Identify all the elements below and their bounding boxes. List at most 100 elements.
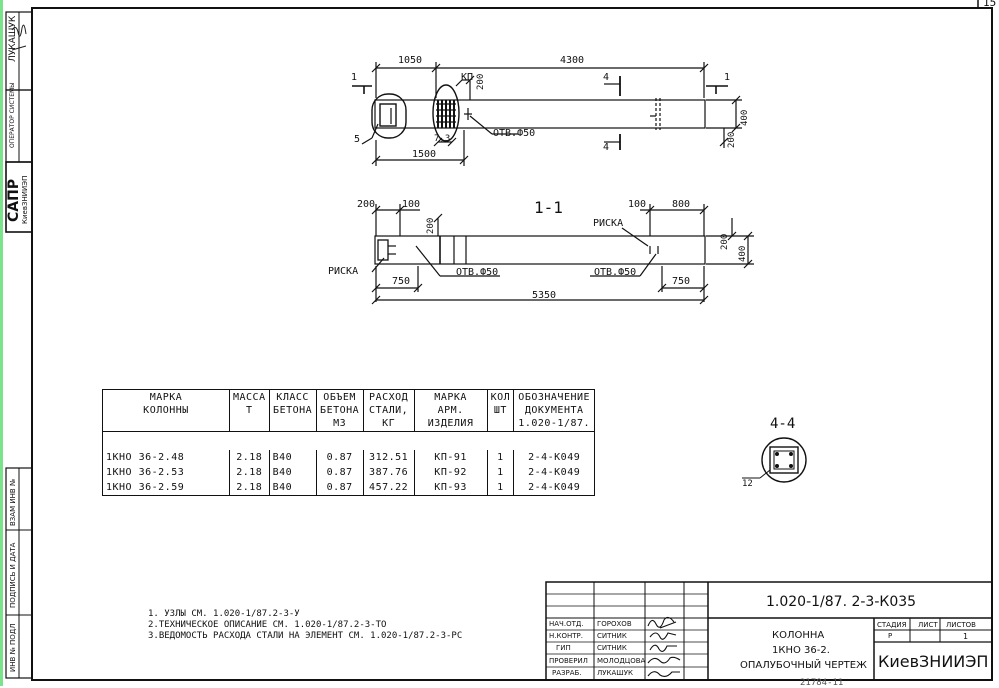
label-risk-right: РИСКА (593, 218, 624, 229)
margin-inv-orig-label: ИНВ № ПОДЛ (9, 623, 17, 672)
note-item: 2.ТЕХНИЧЕСКОЕ ОПИСАНИЕ СМ. 1.020-1/87.2-… (148, 620, 387, 630)
role-name: СИТНИК (597, 644, 627, 652)
table-cell: КП-93 (413, 479, 488, 496)
label-risk-left: РИСКА (328, 266, 359, 277)
bottom-stamp: 21784-11 (800, 678, 844, 688)
dim-400: 400 (740, 109, 750, 126)
title-line-2: 1КНО 36-2. (772, 645, 830, 656)
dim-1050: 1050 (398, 55, 423, 66)
label-hole-right: ОТВ.Ф50 (594, 267, 637, 278)
table-cell: КП-91 (413, 449, 488, 465)
doc-code: 1.020-1/87. 2-3-К035 (766, 594, 917, 610)
detail-title: 4-4 (770, 416, 796, 432)
dim-200-right: 200 (727, 131, 737, 148)
section-mark-1-left: 1 (351, 72, 358, 83)
detail-4-4 (742, 437, 807, 483)
dim-750-right: 750 (672, 276, 691, 287)
section-view (371, 204, 754, 305)
table-row (101, 431, 596, 450)
sheet-header: ЛИСТ (918, 621, 938, 629)
table-cell: 1КНО 36-2.59 (102, 479, 230, 496)
sheets-header: ЛИСТОВ (946, 621, 976, 629)
role-name: СИТНИК (597, 632, 627, 640)
title-block-frame (545, 581, 993, 681)
role-label: Н.КОНТР. (549, 632, 583, 640)
role-label: РАЗРАБ. (552, 669, 582, 677)
callout-5: 5 (354, 134, 361, 145)
section-mark-4-top: 4 (603, 72, 610, 83)
dim-800: 800 (672, 199, 691, 210)
table-row: 1КНО 36-2.48 2.18 В40 0.87 312.51 КП-91 … (102, 449, 596, 465)
dim-200-r: 200 (720, 233, 730, 250)
table-cell: В40 (268, 464, 317, 480)
table-cell: 1КНО 36-2.53 (102, 464, 230, 480)
margin-org-short: САПР (6, 178, 22, 222)
table-cell: 2-4-К049 (513, 479, 596, 496)
dim-200-v: 200 (426, 217, 436, 234)
stage-header: СТАДИЯ (877, 621, 907, 629)
table-cell: 0.87 (315, 449, 364, 465)
table-cell: 0.87 (315, 464, 364, 480)
dim-200-sec: 200 (357, 199, 376, 210)
sheet-number: 15 (983, 0, 997, 9)
table-cell: 1 (486, 449, 515, 465)
title-line-1: КОЛОННА (772, 630, 825, 641)
label-hole-plan: ОТВ.Ф50 (493, 128, 536, 139)
table-cell: 1 (486, 479, 515, 496)
role-name: МОЛОДЦОВА (597, 657, 646, 665)
sheet-border (31, 7, 993, 681)
dim-7-3: 7,3 (434, 134, 451, 144)
margin-author: ЛУКАШУК (8, 15, 18, 62)
section-mark-1-right: 1 (724, 72, 731, 83)
label-kp: КП (461, 72, 474, 83)
table-row: 1КНО 36-2.59 2.18 В40 0.87 457.22 КП-93 … (102, 479, 596, 496)
stage-value: Р (888, 632, 893, 640)
table-cell: 2-4-К049 (513, 464, 596, 480)
dim-1500: 1500 (412, 149, 437, 160)
dim-4300: 4300 (560, 55, 585, 66)
role-name: ГОРОХОВ (597, 620, 632, 628)
table-cell: 387.76 (362, 464, 415, 480)
role-label: НАЧ.ОТД. (549, 620, 584, 628)
margin-sign-label: ПОДПИСЬ И ДАТА (9, 542, 17, 608)
table-cell: 2.18 (229, 464, 270, 480)
notes-block: 1. УЗЛЫ СМ. 1.020-1/87.2-3-У 2.ТЕХНИЧЕСК… (148, 609, 462, 642)
dim-400-sec: 400 (738, 245, 748, 262)
section-mark-4-bottom: 4 (603, 142, 610, 153)
dim-750-left: 750 (392, 276, 411, 287)
note-item: 1. УЗЛЫ СМ. 1.020-1/87.2-3-У (148, 609, 300, 619)
section-title: 1-1 (534, 198, 563, 217)
plan-view (352, 62, 742, 166)
role-label: ГИП (556, 644, 571, 652)
table-cell: 0.87 (315, 479, 364, 496)
table-cell: 457.22 (362, 479, 415, 496)
dim-100-left: 100 (402, 199, 421, 210)
dim-100-right: 100 (628, 199, 647, 210)
table-cell: 312.51 (362, 449, 415, 465)
dim-5350: 5350 (532, 290, 557, 301)
dim-200-top: 200 (476, 73, 486, 90)
table-cell: КП-92 (413, 464, 488, 480)
title-line-3: ОПАЛУБОЧНЫЙ ЧЕРТЕЖ (740, 660, 867, 671)
table-cell: 2.18 (229, 479, 270, 496)
role-label: ПРОВЕРИЛ (549, 657, 588, 665)
table-cell: 1КНО 36-2.48 (102, 449, 230, 465)
org-name: КиевЗНИИЭП (878, 652, 989, 671)
